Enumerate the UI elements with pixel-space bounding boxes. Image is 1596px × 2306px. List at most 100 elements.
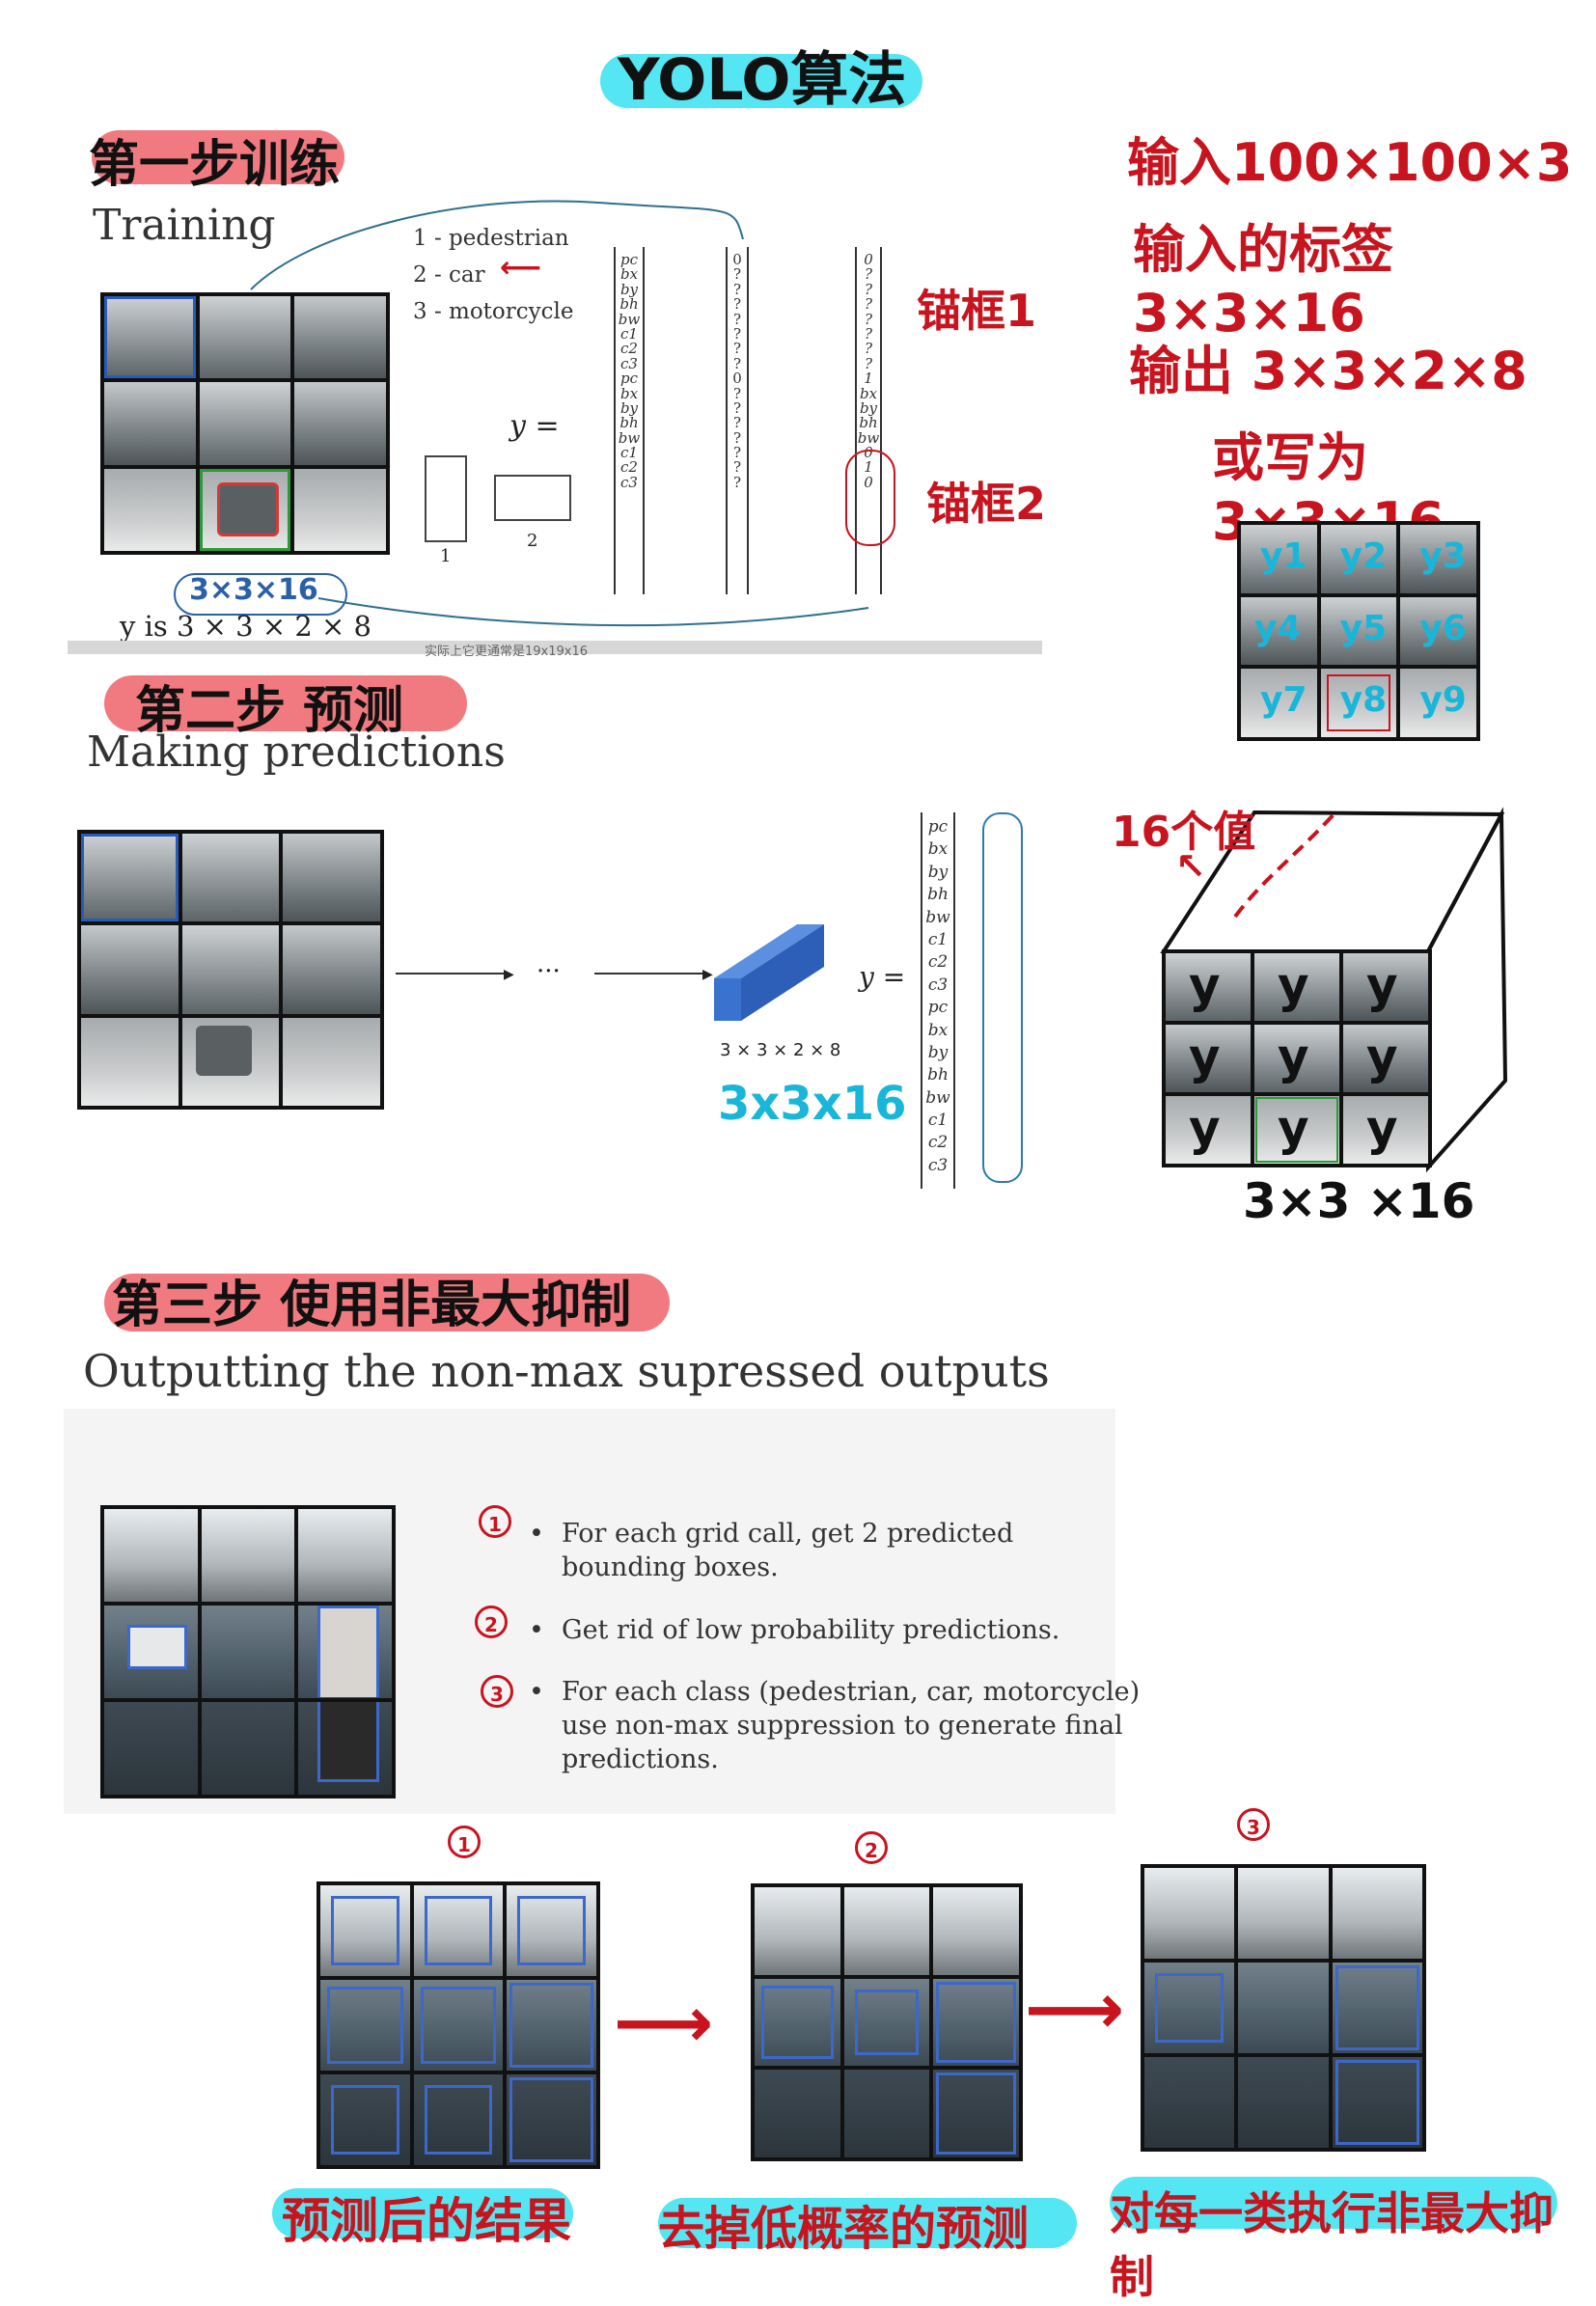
page-title: YOLO算法 [618, 46, 907, 114]
slide-bottom-bar [68, 641, 1042, 654]
vector-entry: by [619, 398, 639, 417]
grid-cell [104, 1509, 198, 1602]
cube-cell: y [1343, 1096, 1428, 1164]
cube-cell: y [1254, 1096, 1339, 1164]
vector-entry: c2 [927, 1133, 949, 1153]
bullet-text: For each grid call, get 2 predicted boun… [562, 1519, 1014, 1582]
vector-entry: c1 [620, 324, 638, 343]
cube-cell: y [1343, 1025, 1428, 1092]
grid-cell [755, 1978, 840, 2067]
stage3-grid [1141, 1864, 1426, 2152]
anchor2-note: 锚框2 [926, 478, 1047, 530]
cube-cell: y [1166, 1096, 1251, 1164]
grid-cell-car [199, 468, 291, 551]
vector-entry: ? [864, 280, 873, 298]
grid-cell [507, 1980, 596, 2071]
grid-cell [933, 1887, 1019, 1975]
arrow-up-icon: ↖ [1175, 845, 1206, 888]
arrow-right-icon: ⟶ [1025, 1968, 1125, 2049]
stage-number-2: 2 [855, 1831, 888, 1864]
y-shape: y is 3 × 3 × 2 × 8 [120, 610, 371, 643]
grid-cell [81, 834, 179, 922]
stage1-grid [316, 1881, 600, 2169]
grid-cell [104, 1606, 198, 1698]
grid-cell [1238, 1868, 1329, 1959]
grid-cell [843, 1887, 930, 1975]
caption-highlight [1110, 2177, 1557, 2229]
grid-cell [320, 2074, 410, 2165]
arrow-right-icon: ⟶ [614, 1982, 714, 2063]
vector-entry: c2 [620, 458, 638, 477]
grid-cell [283, 1017, 380, 1106]
cube-cell: y [1166, 1025, 1251, 1092]
grid-cell [298, 1606, 392, 1698]
question-vector: 0???????0??????? [726, 247, 749, 594]
vector-entry: c1 [620, 444, 638, 462]
grid-cell [283, 834, 380, 922]
vector-entry: by [859, 398, 878, 417]
cube-depth-note: 16个值 [1112, 808, 1256, 857]
vector-entry: pc [619, 370, 638, 388]
grid-cell [181, 925, 280, 1014]
label-cell: y6 [1400, 596, 1476, 666]
anchor-shape-tall [425, 455, 467, 542]
cube-cell: y [1166, 953, 1251, 1021]
caption-highlight [272, 2188, 573, 2238]
vector-entry: ? [864, 310, 873, 328]
vector-entry: by [619, 280, 639, 298]
vector-entry: by [927, 862, 949, 882]
vector-entry: bw [925, 1087, 950, 1108]
step-number-1: 1 [479, 1505, 511, 1538]
vector-entry: c3 [620, 473, 638, 491]
vector-entry: ? [864, 340, 873, 358]
step2-highlight [104, 675, 467, 731]
vector-entry: ? [732, 444, 742, 462]
caption-highlight [658, 2198, 1077, 2248]
vector-entry: ? [732, 473, 742, 491]
vector-entry: bx [927, 1020, 949, 1040]
vector-entry: ? [732, 384, 742, 402]
vector-entry: ? [732, 280, 742, 298]
grid-cell [1144, 2057, 1235, 2148]
vector-entry: c1 [927, 929, 949, 949]
vector-entry: bx [619, 265, 639, 284]
anchor-label: 1 [440, 546, 452, 566]
grid-cell-car [181, 1017, 280, 1106]
grid-cell [81, 925, 179, 1014]
anchor1-note: 锚框1 [917, 285, 1037, 337]
class-list: 1 - pedestrian 2 - car 3 - motorcycle [413, 220, 574, 330]
bullet-dot: • [529, 1677, 544, 1707]
slide-caption: 实际上它更通常是19x19x16 [425, 645, 589, 659]
vector-entry: bw [925, 907, 950, 927]
stage-number-1: 1 [448, 1826, 481, 1858]
arrow-line [396, 973, 509, 975]
block-label: 3 × 3 × 2 × 8 [720, 1040, 841, 1060]
label-cell: y7 [1241, 669, 1317, 737]
grid-cell [104, 1702, 198, 1795]
vector-entry: pc [619, 251, 638, 268]
grid-cell [201, 1509, 295, 1602]
vector-entry: ? [732, 310, 742, 328]
step3-heading: 第三步 使用非最大抑制 [112, 1277, 632, 1334]
grid-cell [1144, 1868, 1235, 1959]
vector-entry: ? [732, 295, 742, 314]
bullet-text: Get rid of low probability predictions. [562, 1615, 1060, 1645]
step3-subtitle: Outputting the non-max supressed outputs [83, 1345, 1050, 1397]
grid-cell [933, 1978, 1019, 2067]
grid-cell [755, 2070, 840, 2157]
bullet-dot: • [529, 1615, 544, 1645]
cube-size: 3×3 ×16 [1243, 1173, 1475, 1229]
label-cell: y5 [1320, 596, 1397, 666]
grid-cell [1332, 1868, 1422, 1959]
grid-cell [755, 1887, 840, 1975]
label-cell: y9 [1400, 669, 1476, 737]
pedestrian-icon [317, 1702, 380, 1782]
ellipsis: ··· [537, 957, 561, 986]
anchor-circle [845, 450, 895, 546]
vector-entry: ? [732, 324, 742, 343]
bullet-text: For each class (pedestrian, car, motorcy… [562, 1677, 1141, 1774]
grid-cell [104, 296, 196, 379]
class-item: 3 - motorcycle [413, 299, 574, 324]
vector-entry: ? [732, 340, 742, 358]
grid-cell [507, 1885, 596, 1976]
